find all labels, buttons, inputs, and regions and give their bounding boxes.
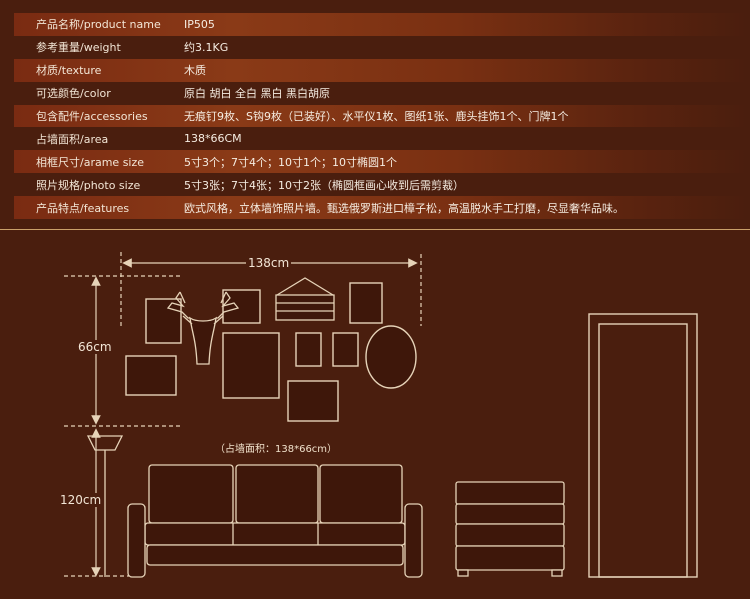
- spec-row-weight: 参考重量/weight 约3.1KG: [14, 36, 748, 59]
- spec-value: 5寸3张；7寸4张；10寸2张（椭圆框画心收到后需剪裁）: [184, 178, 464, 192]
- spec-label: 照片规格/photo size: [36, 178, 141, 192]
- spec-value: 原白 胡白 全白 黑白 黑白胡原: [184, 87, 330, 101]
- spec-row-area: 占墙面积/area 138*66CM: [14, 127, 748, 150]
- spec-value: 138*66CM: [184, 132, 242, 146]
- spec-row-color: 可选颜色/color 原白 胡白 全白 黑白 黑白胡原: [14, 82, 748, 105]
- photo-frame: [332, 332, 359, 367]
- photo-frame: [295, 332, 322, 367]
- spec-row-texture: 材质/texture 木质: [14, 58, 748, 82]
- photo-frame: [349, 282, 383, 324]
- floor-lamp-icon: [86, 435, 124, 577]
- spec-label: 参考重量/weight: [36, 41, 121, 55]
- photo-frame: [222, 332, 280, 399]
- oval-frame: [365, 325, 417, 389]
- spec-table: 产品名称/product name IP505 参考重量/weight 约3.1…: [14, 13, 748, 220]
- height-label: 66cm: [76, 340, 114, 354]
- photo-frame: [145, 298, 182, 344]
- spec-label: 相框尺寸/arame size: [36, 155, 145, 169]
- spec-value: IP505: [184, 17, 215, 31]
- door-icon: [588, 313, 698, 578]
- spec-row-accessories: 包含配件/accessories 无痕钉9枚、S钩9枚（已装好）、水平仪1枚、图…: [14, 104, 748, 128]
- spec-value: 约3.1KG: [184, 41, 229, 55]
- section-divider: [0, 229, 750, 230]
- spec-label: 产品特点/features: [36, 201, 130, 215]
- sofa-icon: [127, 464, 423, 578]
- spec-row-photo-size: 照片规格/photo size 5寸3张；7寸4张；10寸2张（椭圆框画心收到后…: [14, 173, 748, 196]
- area-note: （占墙面积：138*66cm）: [215, 444, 338, 455]
- deer-head-icon: [166, 291, 240, 365]
- floor-height-label: 120cm: [58, 493, 104, 507]
- photo-frame: [287, 380, 339, 422]
- door-sign-plaque: [275, 277, 335, 321]
- spec-label: 可选颜色/color: [36, 87, 111, 101]
- spec-label: 产品名称/product name: [36, 18, 161, 32]
- spec-value: 无痕钉9枚、S钩9枚（已装好）、水平仪1枚、图纸1张、鹿头挂饰1个、门牌1个: [184, 110, 569, 123]
- spec-value: 5寸3个；7寸4个；10寸1个；10寸椭圆1个: [184, 155, 397, 169]
- spec-label: 包含配件/accessories: [36, 110, 148, 123]
- cabinet-icon: [455, 481, 565, 577]
- spec-label: 材质/texture: [36, 64, 102, 78]
- spec-value: 欧式风格，立体墙饰照片墙。甄选俄罗斯进口樟子松，高温脱水手工打磨，尽显奢华品味。: [184, 201, 624, 215]
- spec-row-frame-size: 相框尺寸/arame size 5寸3个；7寸4个；10寸1个；10寸椭圆1个: [14, 150, 748, 174]
- spec-row-features: 产品特点/features 欧式风格，立体墙饰照片墙。甄选俄罗斯进口樟子松，高温…: [14, 196, 748, 220]
- width-label: 138cm: [246, 256, 292, 270]
- spec-label: 占墙面积/area: [36, 132, 109, 146]
- spec-row-product-name: 产品名称/product name IP505: [14, 13, 748, 36]
- photo-frame: [125, 355, 177, 396]
- spec-value: 木质: [184, 64, 206, 78]
